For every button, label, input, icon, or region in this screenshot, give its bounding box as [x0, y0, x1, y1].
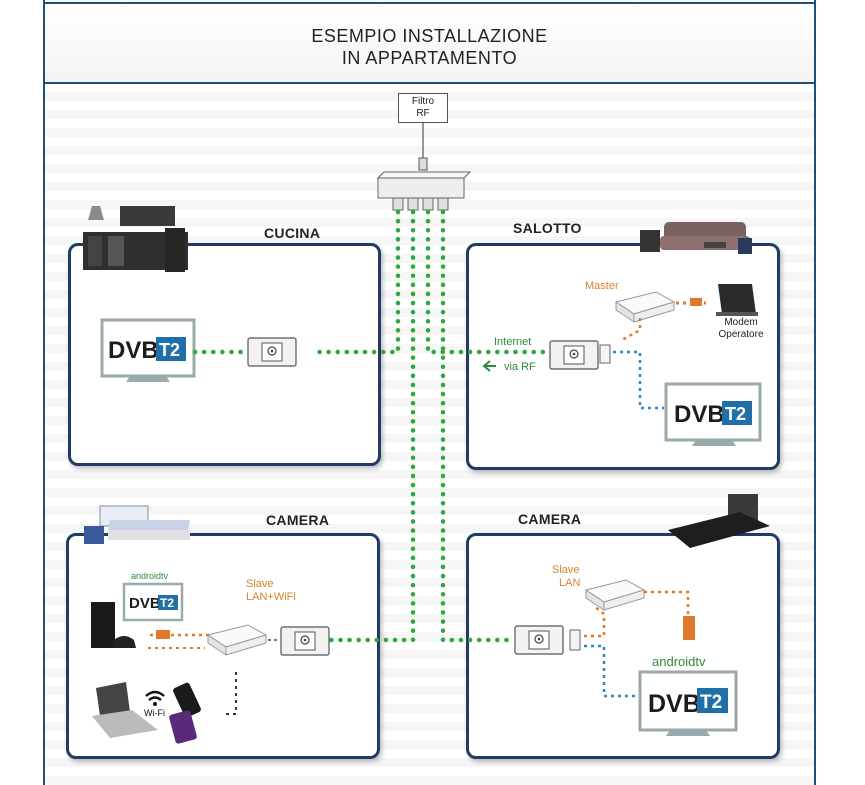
wifi-icon	[145, 690, 165, 706]
slave-lan-cable	[584, 605, 606, 638]
tv-logo-dvb: DVB	[648, 690, 701, 718]
smartphone-icon	[169, 682, 201, 744]
slave-left-label-1: Slave	[246, 578, 274, 590]
rf-filter-label-1: Filtro	[411, 96, 435, 107]
tv-icon: DVB T2	[638, 670, 738, 736]
wall-socket-icon	[247, 337, 297, 367]
sofa-icon	[640, 222, 752, 254]
modem-icon	[716, 284, 758, 316]
title-line-1: ESEMPIO INSTALLAZIONE	[311, 26, 548, 46]
tv-logo-t2: T2	[160, 596, 174, 610]
wifi-link-line	[222, 672, 237, 715]
room-title-cucina: CUCINA	[264, 225, 321, 241]
router-icon	[615, 291, 675, 323]
router-icon	[207, 624, 267, 656]
laptop-icon	[92, 682, 158, 738]
room-title-salotto: SALOTTO	[513, 220, 582, 236]
salotto-rf-cable	[613, 350, 664, 410]
tv-logo-dvb: DVB	[129, 595, 161, 612]
ethernet-plug-icon	[683, 616, 695, 640]
rf-adapter-icon	[599, 344, 611, 364]
androidtv-label: androidtv	[652, 654, 706, 669]
kitchen-icon	[83, 206, 188, 272]
room-title-camera-left: CAMERA	[266, 512, 330, 528]
rf-filter-box: Filtro RF	[398, 93, 448, 123]
wall-socket-icon	[280, 626, 330, 656]
bed-icon	[84, 505, 190, 544]
camera-rf-cable	[584, 644, 640, 698]
master-label: Master	[585, 280, 619, 292]
androidtv-label: androidtv	[131, 571, 169, 581]
tv-icon: DVB T2	[122, 582, 184, 622]
tv-icon: DVB T2	[664, 382, 762, 446]
slave-orange-cable	[644, 590, 690, 616]
via-rf-label: via RF	[504, 361, 536, 373]
wifi-label: Wi-Fi	[144, 708, 165, 718]
tv-logo-t2: T2	[725, 404, 746, 424]
bed-icon	[668, 494, 770, 548]
title-box: ESEMPIO INSTALLAZIONE IN APPARTAMENTO	[43, 2, 816, 84]
tv-logo-dvb: DVB	[108, 337, 159, 364]
rf-filter-label-2: RF	[416, 108, 430, 119]
router-icon	[585, 579, 645, 611]
coax-cables	[309, 209, 553, 643]
wall-socket-icon	[514, 625, 564, 655]
modem-label-1: Modem	[724, 317, 758, 328]
splitter-icon	[376, 157, 472, 211]
tv-logo-dvb: DVB	[674, 401, 725, 428]
internet-label: Internet	[494, 336, 532, 348]
tv-icon: DVB T2	[100, 318, 196, 382]
wall-socket-icon	[549, 340, 599, 370]
ethernet-plug-icon	[156, 630, 170, 639]
title-line-2: IN APPARTAMENTO	[341, 48, 518, 68]
tv-logo-t2: T2	[159, 340, 180, 360]
room-title-camera-right: CAMERA	[518, 511, 582, 527]
rf-adapter-icon	[569, 629, 581, 651]
ethernet-plug-icon	[690, 298, 702, 306]
tv-logo-t2: T2	[700, 692, 722, 713]
slave-right-label-1: Slave	[552, 564, 580, 576]
slave-right-label-2: LAN	[559, 577, 581, 589]
modem-label-2: Operatore	[718, 329, 764, 340]
arrow-left-icon	[482, 360, 496, 372]
game-console-icon	[91, 602, 136, 648]
slave-left-label-2: LAN+WiFi	[246, 591, 296, 603]
